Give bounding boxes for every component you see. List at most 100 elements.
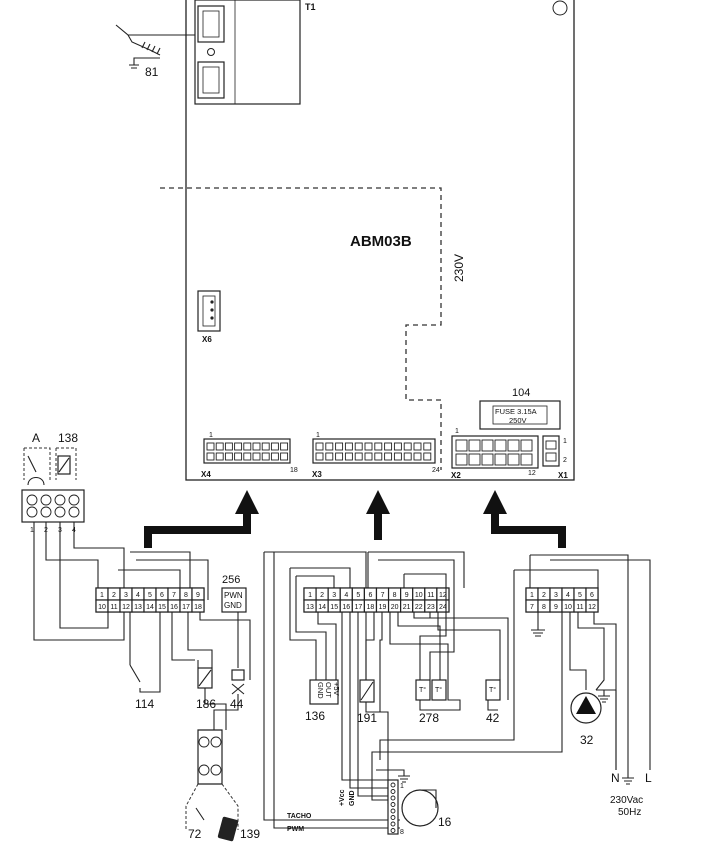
svg-text:186: 186 bbox=[196, 697, 216, 711]
screw-terminal bbox=[198, 736, 210, 748]
svg-text:81: 81 bbox=[145, 65, 159, 79]
fan-16: 1 8 16 +Vcc GND TACHO PWM bbox=[287, 769, 452, 836]
svg-text:278: 278 bbox=[419, 711, 439, 725]
terminal-number: 3 bbox=[124, 592, 128, 599]
connector-pin bbox=[270, 442, 279, 451]
screw-terminal bbox=[68, 494, 80, 506]
terminal-number: 12 bbox=[122, 604, 130, 611]
terminal-number: 16 bbox=[170, 604, 178, 611]
voltage-zone-label: 230V bbox=[452, 254, 466, 282]
svg-text:N: N bbox=[611, 771, 620, 785]
terminal-number: 5 bbox=[578, 592, 582, 599]
terminal-number: 17 bbox=[182, 604, 190, 611]
svg-text:1: 1 bbox=[209, 432, 213, 439]
terminal-number: 9 bbox=[554, 604, 558, 611]
screw-terminal bbox=[54, 494, 66, 506]
connector-pin bbox=[455, 439, 468, 452]
terminal-number: 14 bbox=[318, 604, 326, 611]
connector-pin bbox=[481, 453, 494, 466]
component-278: T° T° 278 bbox=[415, 679, 447, 725]
connector-pin bbox=[481, 439, 494, 452]
connector-pin bbox=[215, 442, 224, 451]
terminal-number: 13 bbox=[306, 604, 314, 611]
component-44: 44 bbox=[230, 697, 244, 711]
screw-terminal bbox=[26, 494, 38, 506]
svg-text:256: 256 bbox=[222, 574, 240, 586]
connector-pin bbox=[413, 442, 422, 451]
connector-pin bbox=[325, 442, 334, 451]
terminal-number: 2 bbox=[542, 592, 546, 599]
transformer-t1: T1 bbox=[194, 0, 316, 105]
svg-text:72: 72 bbox=[188, 827, 202, 841]
connector-pin bbox=[224, 452, 233, 461]
connector-x2: 1 12 X2 bbox=[451, 428, 539, 480]
terminal-number: 19 bbox=[379, 604, 387, 611]
svg-text:PWN: PWN bbox=[224, 591, 243, 600]
terminal-number: 11 bbox=[427, 592, 434, 599]
fan-pin bbox=[390, 821, 396, 827]
terminal-number: 2 bbox=[112, 592, 116, 599]
connector-pin bbox=[243, 452, 252, 461]
svg-text:+5V: +5V bbox=[332, 682, 341, 696]
connector-pin bbox=[423, 442, 432, 451]
connector-pin bbox=[520, 453, 533, 466]
connector-pin bbox=[243, 442, 252, 451]
svg-text:L: L bbox=[645, 771, 652, 785]
connector-pin bbox=[344, 442, 353, 451]
svg-text:GND: GND bbox=[349, 790, 356, 806]
terminal-number: 6 bbox=[590, 592, 594, 599]
terminal-number: 20 bbox=[391, 604, 399, 611]
fan-pin bbox=[390, 789, 396, 794]
connector-pin bbox=[374, 452, 383, 461]
svg-text:12: 12 bbox=[528, 470, 536, 477]
fan-pin bbox=[390, 782, 396, 788]
connector-pin bbox=[261, 442, 270, 451]
svg-text:44: 44 bbox=[230, 697, 244, 711]
fuse-ref: 104 bbox=[512, 387, 530, 399]
terminal-number: 7 bbox=[381, 592, 385, 599]
connector-pin bbox=[468, 453, 481, 466]
component-42: T° 42 bbox=[485, 679, 501, 725]
connector-pin bbox=[315, 452, 324, 461]
terminal-number: 9 bbox=[196, 592, 200, 599]
svg-text:8: 8 bbox=[400, 829, 404, 836]
terminal-number: 14 bbox=[146, 604, 154, 611]
svg-text:32: 32 bbox=[580, 733, 594, 747]
terminal-number: 1 bbox=[30, 527, 34, 534]
svg-text:A: A bbox=[32, 431, 40, 445]
terminal-number: 7 bbox=[172, 592, 176, 599]
connector-pin bbox=[280, 442, 289, 451]
svg-text:18: 18 bbox=[290, 467, 298, 474]
terminal-number: 15 bbox=[330, 604, 338, 611]
svg-text:42: 42 bbox=[486, 711, 500, 725]
terminal-number: 13 bbox=[134, 604, 142, 611]
connector-pin bbox=[494, 453, 507, 466]
transformer-label: T1 bbox=[305, 2, 316, 12]
terminal-number: 3 bbox=[332, 592, 336, 599]
connector-x4: 1 18 X4 bbox=[201, 432, 298, 479]
svg-text:PWM: PWM bbox=[287, 826, 304, 833]
svg-text:GND: GND bbox=[224, 601, 242, 610]
svg-text:136: 136 bbox=[305, 709, 325, 723]
connector-pin bbox=[520, 439, 533, 452]
svg-text:1: 1 bbox=[563, 438, 567, 445]
svg-text:1: 1 bbox=[316, 432, 320, 439]
connector-pin bbox=[252, 452, 261, 461]
svg-text:138: 138 bbox=[58, 431, 78, 445]
fan-pin bbox=[390, 795, 396, 801]
connector-x6: X6 bbox=[197, 290, 221, 344]
terminal-number: 4 bbox=[566, 592, 570, 599]
fuse-104: 104 FUSE 3.15A 250V bbox=[479, 387, 561, 430]
svg-text:X4: X4 bbox=[201, 470, 211, 479]
terminal-number: 18 bbox=[367, 604, 375, 611]
fan-pin bbox=[390, 815, 396, 820]
ignition-electrode-81: 81 bbox=[115, 24, 195, 79]
connector-pin bbox=[234, 442, 243, 451]
terminal-number: 5 bbox=[148, 592, 152, 599]
svg-text:X1: X1 bbox=[558, 471, 568, 480]
svg-text:X6: X6 bbox=[202, 335, 212, 344]
svg-text:50Hz: 50Hz bbox=[618, 807, 641, 818]
connector-pin bbox=[455, 453, 468, 466]
connector-pin bbox=[344, 452, 353, 461]
